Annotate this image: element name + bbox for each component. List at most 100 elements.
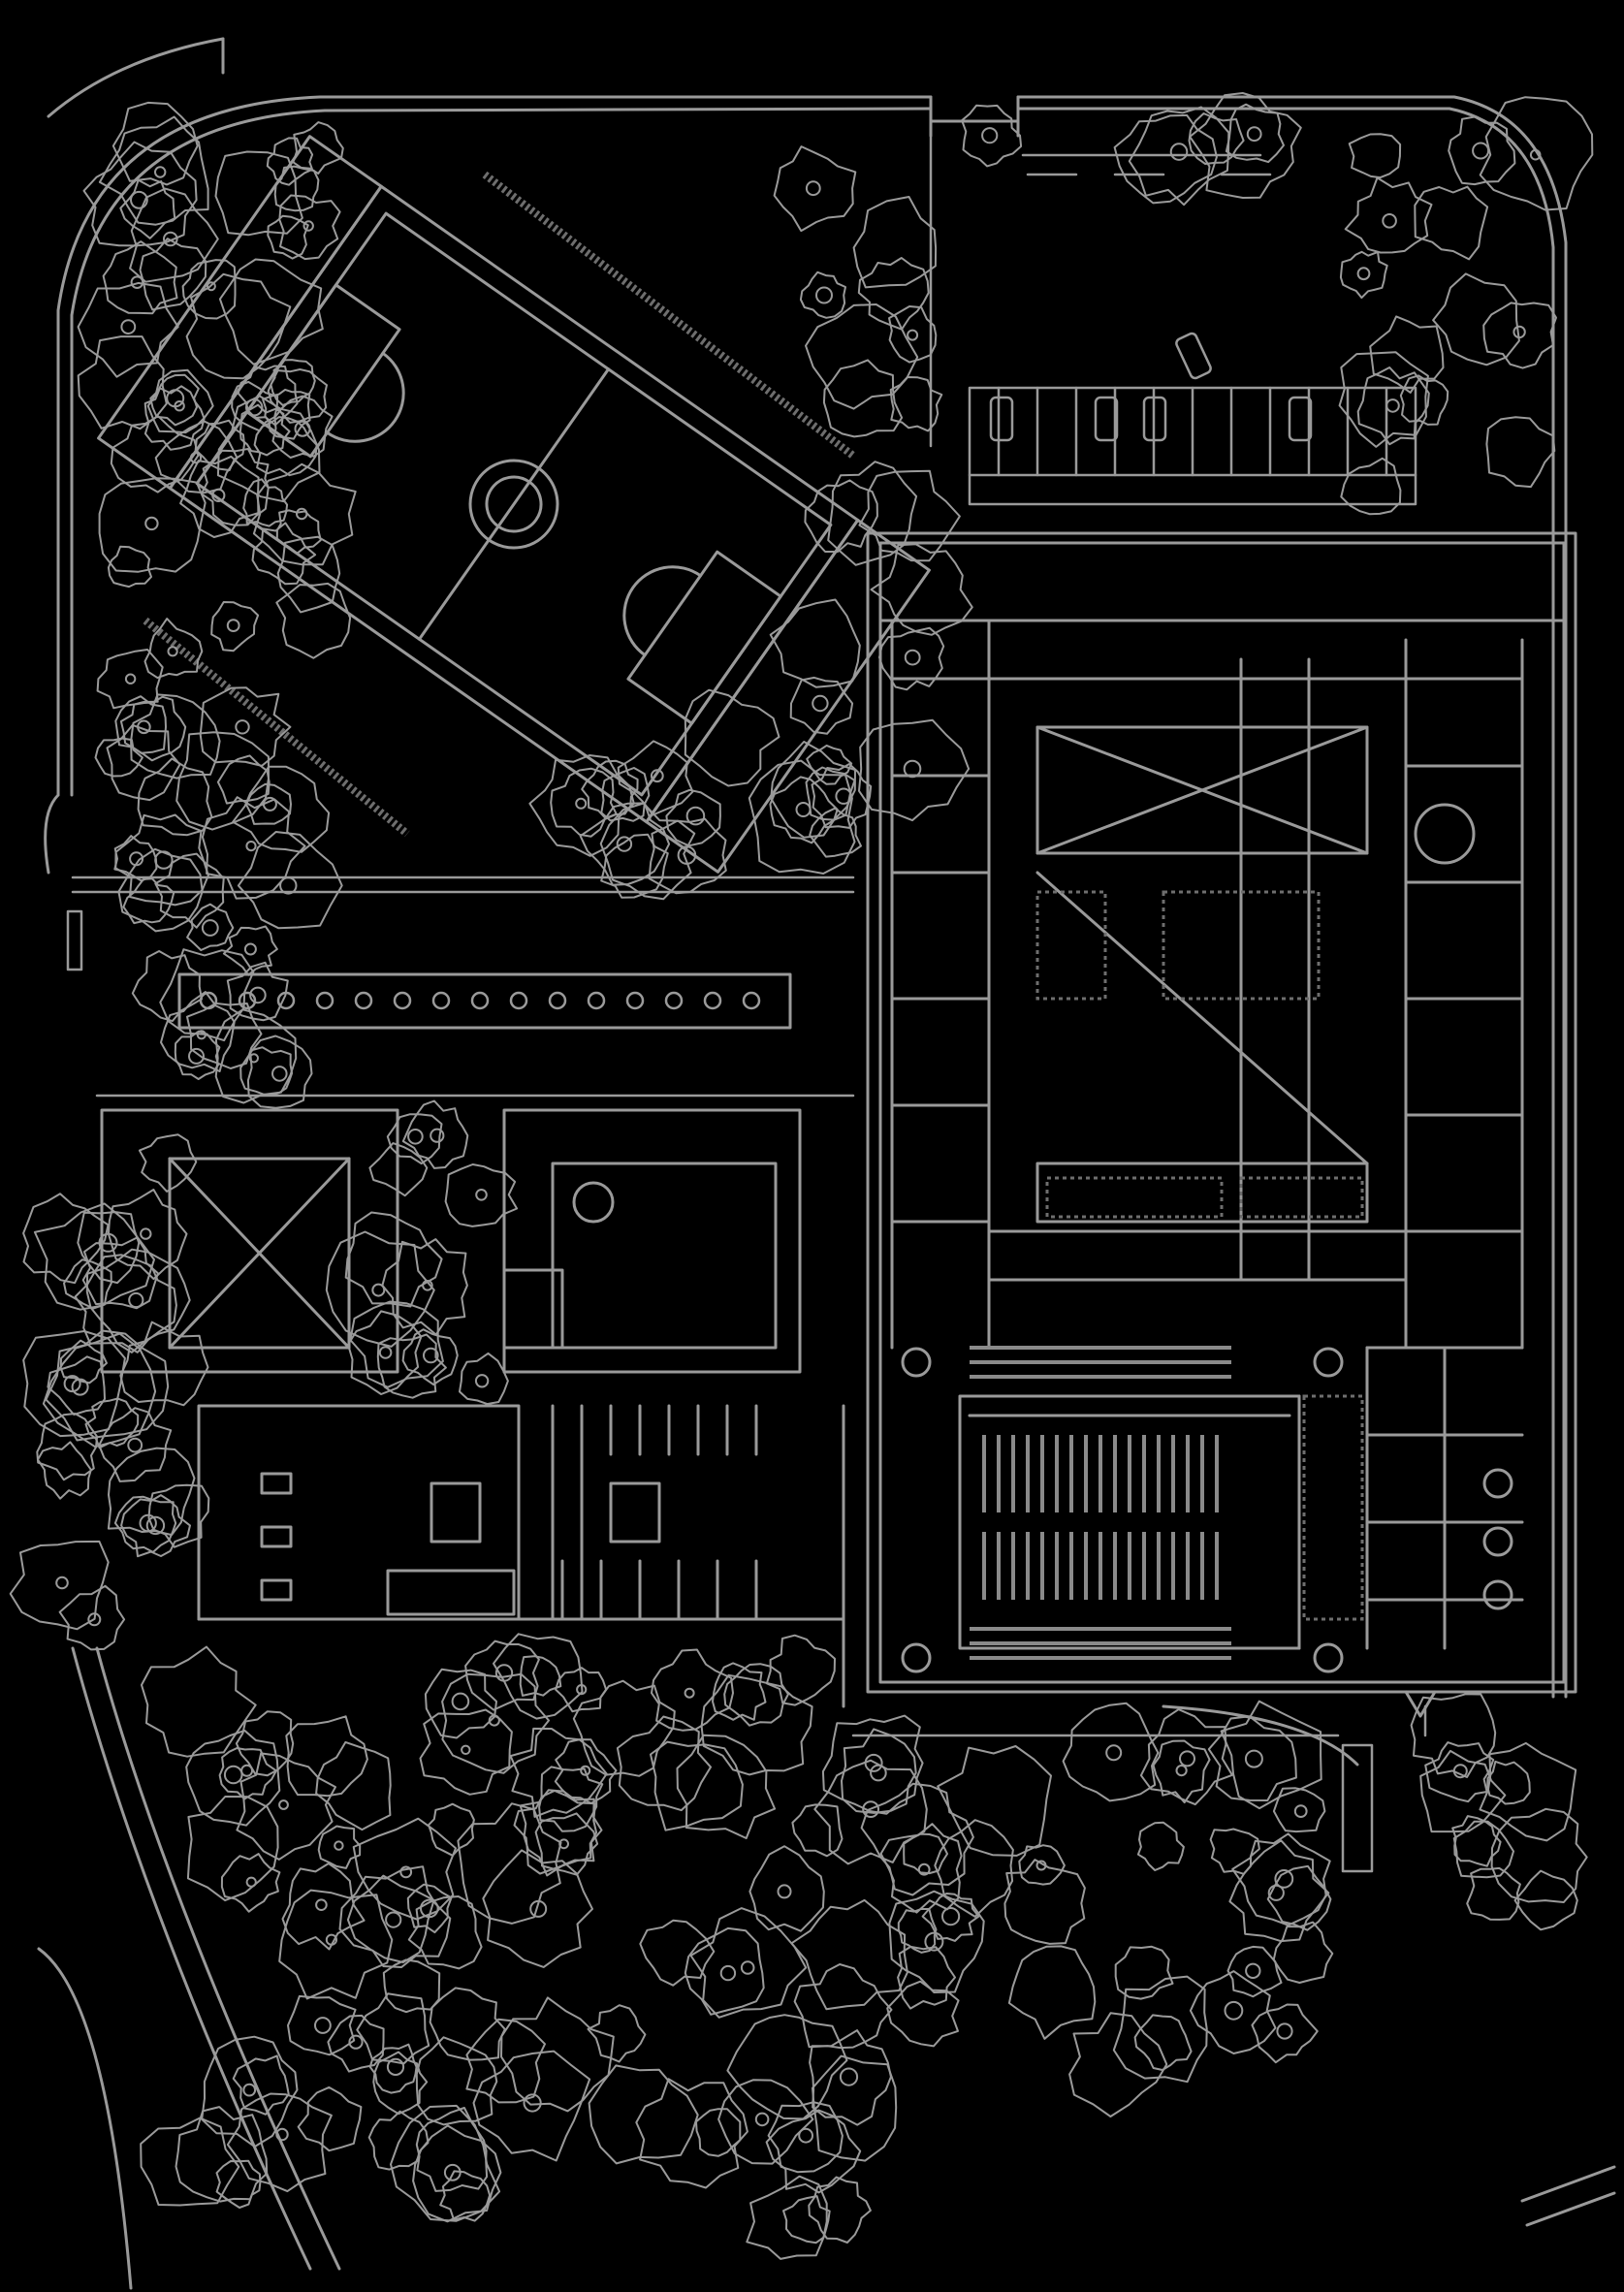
tree-canopy <box>769 776 839 844</box>
planter-strip <box>177 972 792 1030</box>
tree-canopy <box>271 395 334 459</box>
tree-canopy <box>129 187 219 283</box>
tree-canopy <box>1482 302 1557 369</box>
tree-trunk-mark <box>1513 325 1526 339</box>
tree-canopy <box>107 1447 196 1537</box>
tree-canopy <box>789 676 854 735</box>
tree-canopy <box>367 2110 430 2171</box>
tree-canopy <box>961 104 1023 168</box>
tree-canopy <box>120 1494 191 1558</box>
tree-canopy <box>1226 1945 1283 1998</box>
tree-trunk-mark <box>294 420 311 437</box>
tree-canopy <box>712 1662 767 1721</box>
tree-canopy <box>841 1728 917 1814</box>
tree-canopy <box>216 754 271 805</box>
tree-trunk-mark <box>903 759 922 779</box>
tree-canopy <box>769 598 861 688</box>
tree-canopy <box>368 2043 418 2094</box>
tree-canopy <box>860 1782 974 1896</box>
tree-trunk-mark <box>981 127 999 144</box>
tree-trunk-mark <box>1245 1962 1261 1980</box>
tree-canopy <box>888 305 938 364</box>
tree-canopy <box>1189 1970 1277 2054</box>
tree-canopy <box>215 2159 262 2209</box>
tree-trunk-mark <box>917 1862 931 1876</box>
tree-canopy <box>218 258 324 366</box>
tree-trunk-mark <box>189 452 203 464</box>
tree-canopy <box>232 765 331 853</box>
tree-canopy <box>1338 351 1429 448</box>
tree-trunk-mark <box>226 619 240 632</box>
tree-canopy <box>1018 1844 1066 1886</box>
tree-canopy <box>262 388 311 440</box>
tree-trunk-mark <box>1276 2022 1293 2040</box>
tree-canopy <box>684 1926 765 2016</box>
tree-trunk-mark <box>278 1799 289 1810</box>
tree-trunk-mark <box>279 876 298 895</box>
tree-trunk-mark <box>201 919 219 937</box>
tree-canopy <box>185 272 292 380</box>
tree-canopy <box>695 2108 742 2157</box>
tree-trunk-mark <box>1246 126 1262 143</box>
tree-trunk-mark <box>315 1898 328 1911</box>
tree-trunk-mark <box>144 516 159 531</box>
tree-canopy <box>767 2101 844 2174</box>
tree-canopy <box>253 416 318 477</box>
tree-canopy <box>1062 1702 1160 1802</box>
tree-canopy <box>401 1099 469 1169</box>
tree-trunk-mark <box>235 719 250 735</box>
tree-canopy <box>77 281 179 378</box>
tree-canopy <box>806 744 853 785</box>
tree-canopy <box>648 817 727 895</box>
tree-canopy <box>1133 2014 1193 2071</box>
tree-canopy <box>143 385 206 451</box>
tree-canopy <box>809 2029 892 2126</box>
tree-canopy <box>346 1874 435 1963</box>
tree-trunk-mark <box>1179 1750 1195 1767</box>
tree-canopy <box>159 948 255 1042</box>
tree-canopy <box>472 2050 591 2162</box>
tree-canopy <box>599 802 696 901</box>
tree-canopy <box>782 2195 831 2244</box>
tree-trunk-mark <box>1267 1884 1285 1901</box>
tree-canopy <box>59 1339 108 1385</box>
tree-canopy <box>415 2036 498 2126</box>
tree-trunk-mark <box>275 2127 289 2142</box>
tree-trunk-mark <box>1274 1869 1294 1889</box>
tree-trunk-mark <box>1293 1804 1308 1818</box>
tree-trunk-mark <box>558 1838 569 1850</box>
tree-canopy <box>58 1584 126 1651</box>
tree-canopy <box>1112 1975 1208 2084</box>
tree-canopy <box>1348 133 1402 179</box>
building-hatched-areas <box>1035 890 1364 1621</box>
pavilion-center <box>502 1108 802 1374</box>
tree-canopy <box>550 767 618 838</box>
tree-canopy <box>315 1740 392 1831</box>
tree-canopy <box>406 1883 453 1934</box>
tree-canopy <box>160 991 236 1072</box>
tree-canopy <box>852 196 938 289</box>
tree-canopy <box>857 257 930 331</box>
tree-canopy <box>186 903 235 951</box>
tree-canopy <box>1003 1859 1086 1945</box>
tree-canopy <box>1486 1760 1531 1805</box>
tree-canopy <box>251 522 317 586</box>
tree-canopy <box>94 737 143 778</box>
tree-canopy <box>813 1759 928 1865</box>
tree-trunk-mark <box>242 2083 257 2097</box>
tree-canopy <box>1369 315 1445 394</box>
tree-trunk-mark <box>904 649 921 666</box>
tree-canopy <box>513 1790 598 1875</box>
tree-canopy <box>292 121 344 175</box>
tree-trunk-mark <box>243 942 257 956</box>
tree-canopy <box>96 649 164 710</box>
tree-trunk-mark <box>130 190 148 209</box>
tree-canopy <box>33 1202 155 1311</box>
tree-canopy <box>1451 1815 1502 1867</box>
tree-canopy <box>242 478 289 527</box>
tree-trunk-mark <box>71 1378 89 1396</box>
tree-canopy <box>1114 1945 1174 2000</box>
tree-trunk-mark <box>245 1876 257 1888</box>
tree-canopy <box>110 415 200 493</box>
